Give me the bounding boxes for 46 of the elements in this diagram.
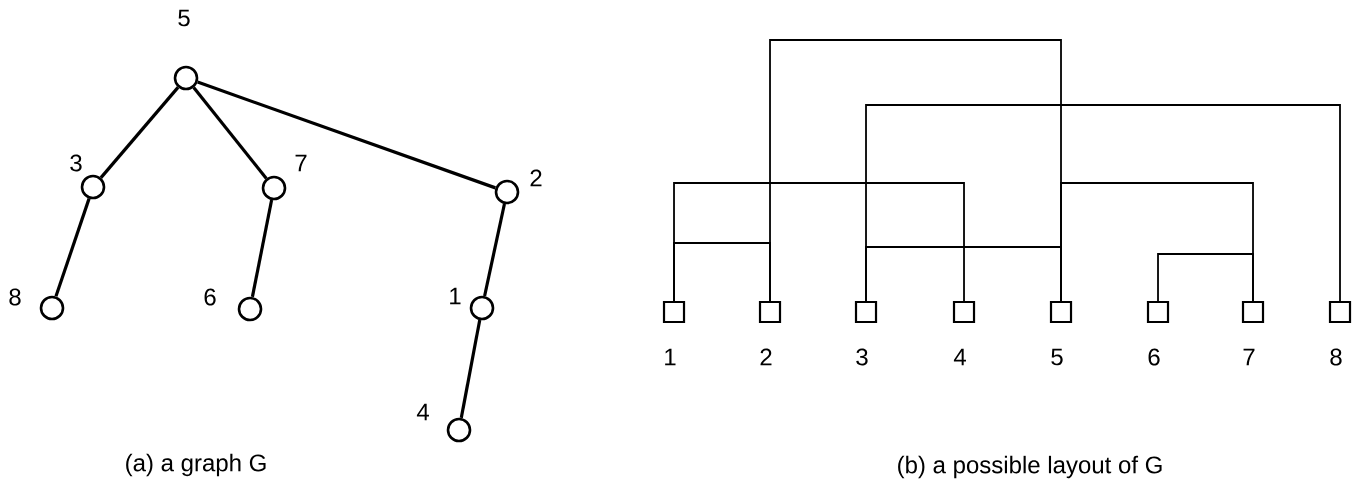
node-label: 5 [178,9,190,27]
node-label: 3 [70,154,82,172]
node-label: 8 [1330,348,1342,366]
module-square: 7 [1241,300,1265,366]
graph-vertex: 3 [70,154,106,200]
node-label: 8 [9,288,21,306]
graph-vertex: 5 [173,9,199,91]
module-square: 1 [662,300,686,366]
node-label: 6 [1148,348,1160,366]
module-square: 4 [952,300,976,366]
wire [1157,253,1254,302]
module-square: 5 [1049,300,1073,366]
node-label: 1 [450,287,461,305]
node-label: 2 [760,348,772,366]
graph-edge [54,198,91,297]
graph-vertex: 4 [416,403,472,443]
node-label: 7 [1243,348,1255,366]
wire [673,182,965,302]
module-square: 2 [758,300,782,366]
caption: (b) a possible layout of G [898,455,1162,479]
wire [865,104,1341,302]
module-square: 8 [1328,300,1352,366]
graph-edge [197,80,496,190]
graph-edge [192,86,268,180]
node-label: 5 [1051,348,1063,366]
graph-vertex: 8 [9,288,65,321]
node-label: 4 [953,348,966,366]
wire [673,242,771,302]
node-label: 7 [295,154,307,172]
graph-vertex: 6 [204,288,263,322]
node-label: 1 [665,348,676,366]
wire [865,246,1062,302]
module-square: 6 [1146,300,1170,366]
graph-edge [99,86,180,179]
node-label: 6 [204,288,216,306]
graph-edge [459,319,482,419]
graph-edge [250,199,274,298]
module-square: 3 [854,300,878,366]
caption: (a) a graph G [126,453,266,477]
node-label: 3 [856,348,868,366]
graph-vertex: 1 [450,287,495,321]
graph-edge [483,203,506,297]
graph-vertex: 2 [494,169,542,205]
node-label: 4 [416,403,429,421]
graph-vertex: 7 [261,154,307,201]
node-label: 2 [530,169,542,187]
